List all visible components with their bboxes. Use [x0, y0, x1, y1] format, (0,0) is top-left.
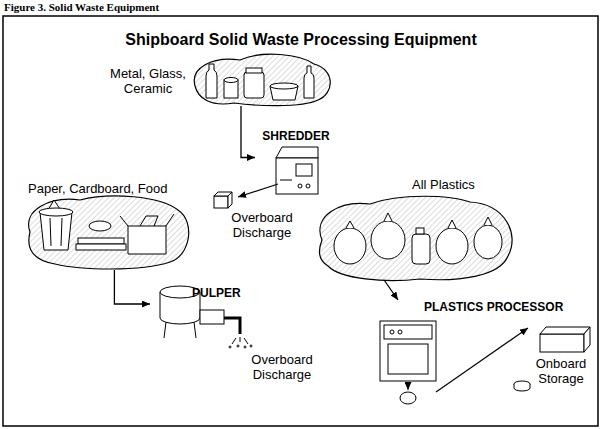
flow-arrow: [241, 106, 255, 158]
paper-stack: [76, 244, 126, 250]
frame: [3, 16, 598, 426]
processor-body: [380, 321, 436, 381]
bottle: [206, 64, 217, 98]
equipment-name: SHREDDER: [255, 129, 337, 144]
equipment-label: PULPER: [150, 280, 252, 344]
plastics-processor-machine: [380, 321, 436, 381]
processor-button: [398, 330, 402, 334]
bag-tie: [448, 220, 456, 228]
waste-group: All Plastics: [312, 174, 518, 280]
discharge-pipe: [224, 318, 240, 334]
trash-can-rim: [39, 208, 73, 216]
waste-cloud: [320, 196, 513, 280]
block-side: [584, 327, 590, 352]
diagram-title: Shipboard Solid Waste Processing Equipme…: [0, 30, 602, 49]
shredder-panel: [296, 164, 312, 176]
shredder-machine: [276, 147, 318, 194]
can-top: [224, 78, 238, 83]
waste-type: Metal, Glass, Ceramic: [106, 66, 190, 96]
pulper-leg: [194, 322, 196, 338]
processor-door: [388, 344, 428, 374]
block-front: [540, 334, 584, 352]
block-top: [540, 327, 590, 334]
plastic-jug: [412, 234, 430, 264]
equipment-name: PULPER: [192, 286, 250, 301]
trash-can-rib: [61, 218, 62, 246]
pulper-leg: [164, 322, 166, 338]
jar-lid: [246, 68, 262, 73]
equipment-label: SHREDDER: [255, 126, 339, 196]
pot-rim: [270, 83, 298, 89]
plastic-bag: [371, 221, 405, 259]
output-label: Overboard Discharge: [222, 210, 302, 240]
figure-caption: Figure 3. Solid Waste Equipment: [4, 1, 159, 14]
cardboard-box: [128, 226, 166, 254]
processor-button: [390, 330, 394, 334]
processor-panel: [384, 325, 432, 339]
discharge-arrow: [238, 184, 278, 197]
flow-arrow: [114, 270, 150, 304]
paper-stack: [78, 238, 124, 244]
trash-can-rib: [50, 218, 51, 246]
equipment-name: PLASTICS PROCESSOR: [424, 300, 589, 315]
waste-cloud: [194, 54, 330, 105]
plastic-bag: [474, 225, 502, 259]
waste-group: Paper, Cardboard, Food: [22, 178, 190, 270]
waste-type: Paper, Cardboard, Food: [28, 181, 186, 196]
shredder-button: [306, 184, 310, 188]
bag-tie: [384, 213, 392, 221]
output-arrow: [408, 382, 409, 390]
cube-front: [214, 196, 228, 208]
pulper-motor: [200, 310, 224, 324]
waste-type: All Plastics: [412, 177, 512, 192]
shredded-cube: [214, 192, 232, 208]
bag-tie: [346, 221, 354, 228]
paper-waste-pile: [29, 196, 189, 269]
processed-bag: [400, 392, 416, 404]
box-flaps: [120, 214, 174, 226]
water-splash: [229, 337, 252, 348]
shredder-button: [298, 184, 302, 188]
metal-waste-pile: [194, 54, 330, 105]
plastic-bag: [436, 228, 468, 264]
jug-cap: [416, 228, 424, 234]
shredder-hopper: [276, 147, 318, 158]
waste-group: Metal, Glass, Ceramic: [100, 54, 335, 106]
storage-disk-edge: [514, 384, 530, 391]
trash-can: [40, 212, 72, 250]
flow-arrow: [384, 280, 398, 300]
shredder-slot: [280, 180, 292, 181]
waste-cloud: [29, 196, 189, 269]
shredder-body: [276, 158, 318, 194]
bottle: [304, 66, 314, 98]
equipment-label: PLASTICS PROCESSOR: [372, 300, 594, 406]
output-label: Overboard Discharge: [242, 352, 322, 382]
output-label: Onboard Storage: [528, 356, 594, 386]
bag-tie: [484, 217, 492, 225]
cube-side: [228, 192, 232, 208]
plastic-waste-pile: [320, 196, 513, 280]
jar: [244, 72, 264, 98]
plastic-bag: [334, 228, 366, 264]
food-plate: [89, 221, 111, 231]
